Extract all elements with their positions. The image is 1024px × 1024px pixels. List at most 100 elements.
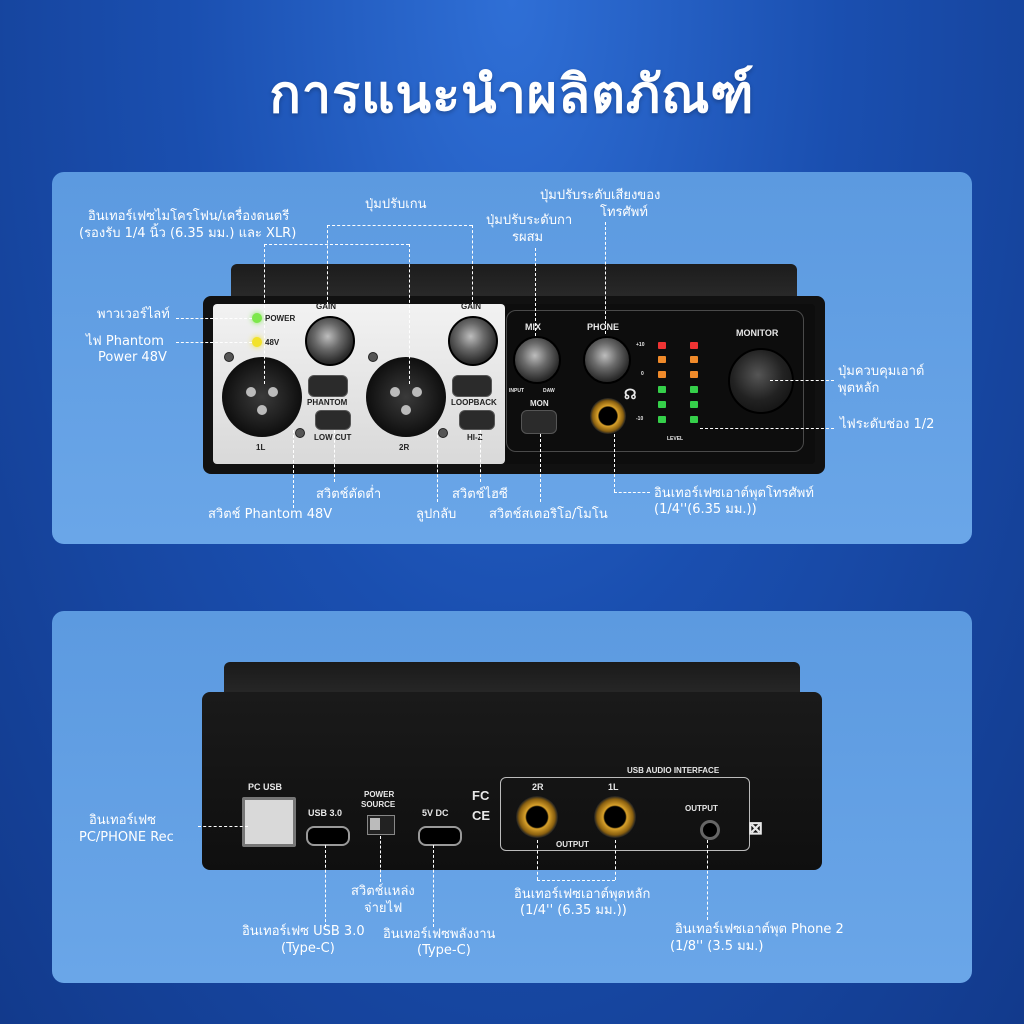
level-meter-1 [658, 356, 666, 363]
back-device-image [202, 662, 822, 872]
label-low-cut: สวิตช์ตัดต่ำ [316, 487, 382, 502]
headphone-icon: ☊ [624, 386, 637, 402]
phantom-button-label: PHANTOM [307, 398, 348, 407]
ch2-label: 2R [399, 443, 410, 452]
level-meter-1 [658, 416, 666, 423]
label-power-light: พาวเวอร์ไลท์ [97, 307, 170, 322]
label-phone-out-2: (1/4''(6.35 มม.)) [654, 502, 757, 517]
label-main-out-2: (1/4'' (6.35 มม.)) [520, 903, 627, 918]
label-usb30-2: (Type-C) [281, 941, 335, 956]
phantom-button[interactable] [308, 375, 348, 397]
label-phone2-out: อินเทอร์เฟซเอาต์พุต Phone 2 [675, 922, 844, 937]
monitor-knob[interactable] [728, 348, 794, 414]
label-usb30: อินเทอร์เฟซ USB 3.0 [242, 924, 365, 939]
screw-icon [295, 428, 305, 438]
label-mix-knob: ปุ่มปรับระดับกา [486, 213, 573, 228]
label-mix-knob-2: รผสม [512, 230, 544, 245]
level-meter-2 [690, 401, 698, 408]
label-power-in: อินเทอร์เฟซพลังงาน [383, 927, 496, 942]
loopback-button[interactable] [452, 375, 492, 397]
mon-button-label: MON [530, 399, 549, 408]
gain2-knob[interactable] [448, 316, 498, 366]
level-meter-2 [690, 371, 698, 378]
hiz-button[interactable] [459, 410, 495, 430]
level-meter-2 [690, 416, 698, 423]
level-meter-1 [658, 401, 666, 408]
label-phone2-out-2: (1/8'' (3.5 มม.) [670, 939, 764, 954]
control-panel-outline [506, 310, 804, 452]
output-group-outline [500, 777, 750, 851]
screw-icon [438, 428, 448, 438]
gain2-label: GAIN [461, 302, 481, 311]
l1-label: 1L [608, 782, 619, 792]
power-led [252, 313, 262, 323]
power-source-label-2: SOURCE [361, 800, 396, 809]
mon-button[interactable] [521, 410, 557, 434]
gain1-label: GAIN [316, 302, 336, 311]
label-phantom-light-2: Power 48V [98, 350, 167, 365]
fc-mark: FC [472, 788, 490, 803]
mix-input-label: INPUT [509, 388, 524, 394]
dc5v-label: 5V DC [422, 808, 449, 818]
loopback-button-label: LOOPBACK [451, 398, 497, 407]
power-source-switch[interactable] [367, 815, 395, 835]
mix-knob[interactable] [513, 336, 561, 384]
label-power-in-2: (Type-C) [417, 943, 471, 958]
label-phantom-switch: สวิตช์ Phantom 48V [208, 507, 333, 522]
screw-icon [368, 352, 378, 362]
label-phantom-light: ไฟ Phantom [86, 334, 164, 349]
label-pc-usb-2: PC/PHONE Rec [79, 830, 174, 845]
power-port[interactable] [418, 826, 462, 846]
label-channel-level: ไฟระดับช่อง 1/2 [840, 417, 935, 432]
low-cut-button[interactable] [315, 410, 351, 430]
usb-b-port[interactable] [242, 797, 296, 847]
hiz-button-label: HI-Z [467, 433, 483, 442]
level-label: LEVEL [667, 436, 684, 442]
level-meter-2 [690, 342, 698, 349]
output-label: OUTPUT [556, 840, 589, 849]
phone-knob[interactable] [583, 336, 631, 384]
gain1-knob[interactable] [305, 316, 355, 366]
label-monitor-knob: ปุ่มควบคุมเอาต์ [838, 364, 925, 379]
label-monitor-knob-2: พุตหลัก [838, 381, 880, 396]
level-meter-1 [658, 386, 666, 393]
output-1l-jack[interactable] [594, 796, 636, 838]
label-gain-knob: ปุ่มปรับเกน [365, 197, 427, 212]
screw-icon [224, 352, 234, 362]
level-meter-1 [658, 371, 666, 378]
phone-label: PHONE [587, 322, 620, 332]
power-led-label: POWER [265, 314, 296, 323]
label-mic-input-2: (รองรับ 1/4 นิ้ว (6.35 มม.) และ XLR) [79, 226, 297, 241]
phone2-output-jack[interactable] [700, 820, 720, 840]
usb30-port[interactable] [306, 826, 350, 846]
label-power-switch: สวิตช์แหล่ง [351, 884, 415, 899]
mix-daw-label: DAW [543, 388, 555, 394]
input2-combo-jack[interactable] [366, 357, 446, 437]
mix-label: MIX [525, 322, 542, 332]
label-phone-knob-2: โทรศัพท์ [600, 205, 648, 220]
label-mic-input: อินเทอร์เฟซไมโครโฟน/เครื่องดนตรี [88, 209, 290, 224]
label-main-out: อินเทอร์เฟซเอาต์พุตหลัก [514, 887, 651, 902]
label-power-switch-2: จ่ายไฟ [364, 901, 403, 916]
phantom-led [252, 337, 262, 347]
phantom-led-label: 48V [265, 338, 280, 347]
label-pc-usb: อินเทอร์เฟซ [89, 813, 156, 828]
output2-label: OUTPUT [685, 804, 718, 813]
output-2r-jack[interactable] [516, 796, 558, 838]
low-cut-button-label: LOW CUT [314, 433, 352, 442]
meter-scale-mid: 0 [641, 371, 644, 377]
input1-combo-jack[interactable] [222, 357, 302, 437]
monitor-label: MONITOR [736, 328, 779, 338]
label-loopback: ลูปกลับ [416, 507, 457, 522]
power-source-label: POWER [364, 790, 395, 799]
usb-audio-label: USB AUDIO INTERFACE [627, 766, 720, 775]
pc-usb-label: PC USB [248, 782, 283, 792]
phone-output-jack[interactable] [590, 398, 626, 434]
ce-mark: CE [472, 808, 491, 823]
label-phone-knob: ปุ่มปรับระดับเสียงของ [540, 188, 661, 203]
level-meter-2 [690, 386, 698, 393]
label-phone-out: อินเทอร์เฟซเอาต์พุตโทรศัพท์ [654, 486, 814, 501]
level-meter-1 [658, 342, 666, 349]
weee-icon: ⊠ [748, 818, 764, 838]
label-mon: สวิตช์สเตอริโอ/โมโน [489, 507, 608, 522]
